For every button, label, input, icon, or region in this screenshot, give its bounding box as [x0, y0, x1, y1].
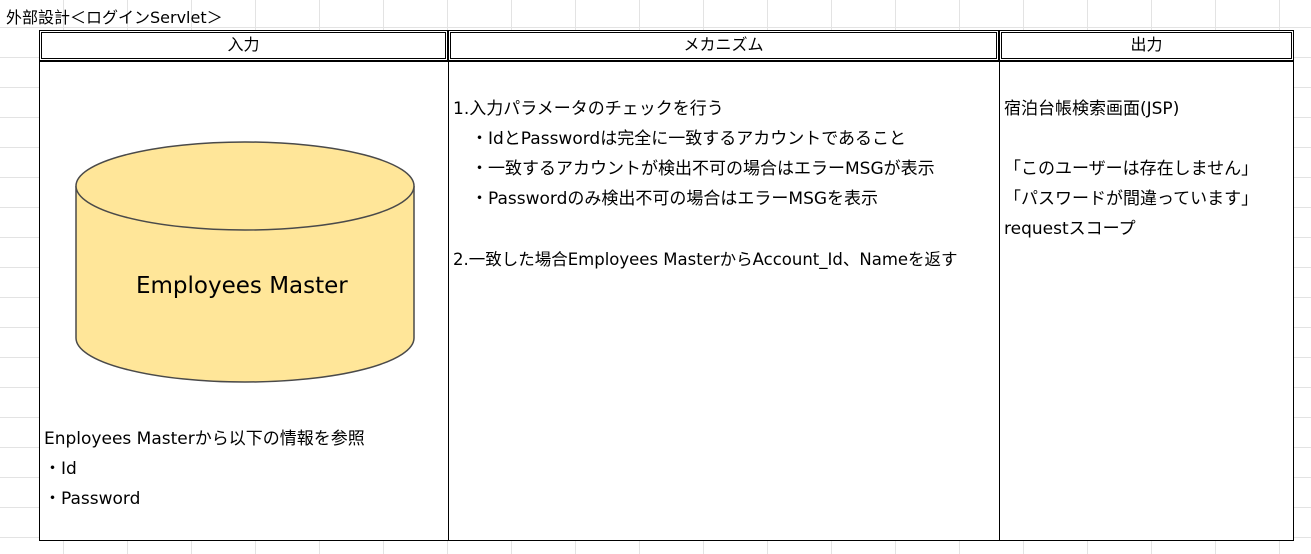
- field-item: ・Id: [44, 459, 77, 479]
- field-item: ・Password: [44, 489, 141, 509]
- header-input: 入力: [39, 30, 448, 61]
- output-message: 「このユーザーは存在しません」: [1004, 159, 1259, 179]
- mechanism-step-1: 1.入力パラメータのチェックを行う: [453, 99, 724, 119]
- sheet-title: 外部設計＜ログインServlet＞: [6, 8, 223, 27]
- output-scope: requestスコープ: [1004, 219, 1136, 239]
- output-column: [999, 61, 1294, 541]
- database-label: Employees Master: [136, 273, 348, 299]
- header-mechanism: メカニズム: [448, 30, 999, 61]
- header-input-label: 入力: [227, 35, 260, 54]
- header-output-label: 出力: [1130, 35, 1163, 54]
- output-screen: 宿泊台帳検索画面(JSP): [1004, 99, 1180, 119]
- mechanism-step-2: 2.一致した場合Employees MasterからAccount_Id、Nam…: [453, 250, 958, 269]
- header-mechanism-label: メカニズム: [683, 35, 764, 54]
- mechanism-step-1-item: ・IdとPasswordは完全に一致するアカウントであること: [471, 129, 907, 149]
- header-output: 出力: [999, 30, 1294, 61]
- mechanism-step-1-item: ・Passwordのみ検出不可の場合はエラーMSGを表示: [471, 189, 879, 209]
- mechanism-step-1-item: ・一致するアカウントが検出不可の場合はエラーMSGが表示: [471, 159, 935, 179]
- output-message: 「パスワードが間違っています」: [1004, 189, 1259, 209]
- database-cylinder-icon[interactable]: [74, 140, 416, 386]
- mechanism-column: [448, 61, 1000, 541]
- reference-note: Enployees Masterから以下の情報を参照: [44, 429, 365, 449]
